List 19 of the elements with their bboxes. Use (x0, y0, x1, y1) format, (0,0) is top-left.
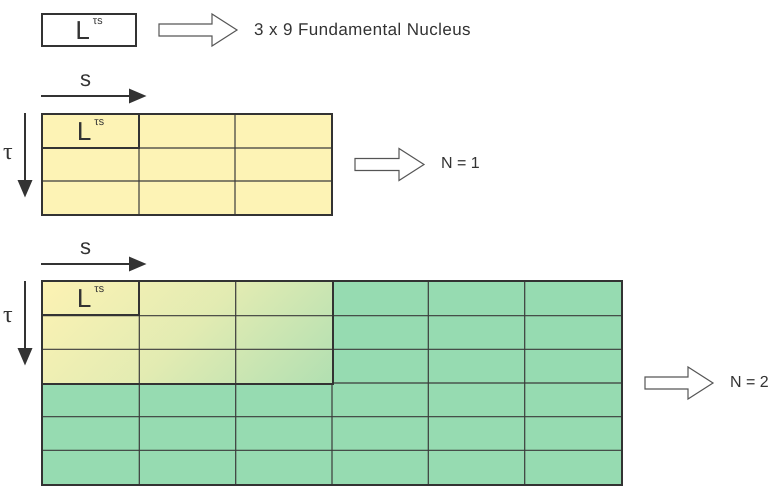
block-arrow (644, 366, 714, 400)
block-arrow (354, 147, 426, 182)
count-label: N = 2 (730, 375, 769, 391)
highlighted-cell (41, 113, 140, 149)
caption-text: 3 x 9 Fundamental Nucleus (254, 21, 471, 38)
axis-label: τ (3, 303, 13, 327)
nucleus-symbol: L$^{τs}$ (75, 17, 103, 43)
small-grid (41, 113, 333, 216)
symbol-box (41, 13, 137, 47)
axis-label: s (80, 68, 91, 90)
count-label: N = 1 (441, 156, 480, 172)
axis-label: s (80, 236, 91, 258)
nucleus-block (41, 280, 334, 385)
highlighted-cell (41, 280, 140, 316)
large-grid (41, 280, 623, 486)
axis-label: τ (3, 140, 13, 164)
cell-symbol: L$^{τs}$ (76, 285, 104, 311)
cell-symbol: L$^{τs}$ (76, 118, 104, 144)
block-arrow (158, 12, 238, 48)
